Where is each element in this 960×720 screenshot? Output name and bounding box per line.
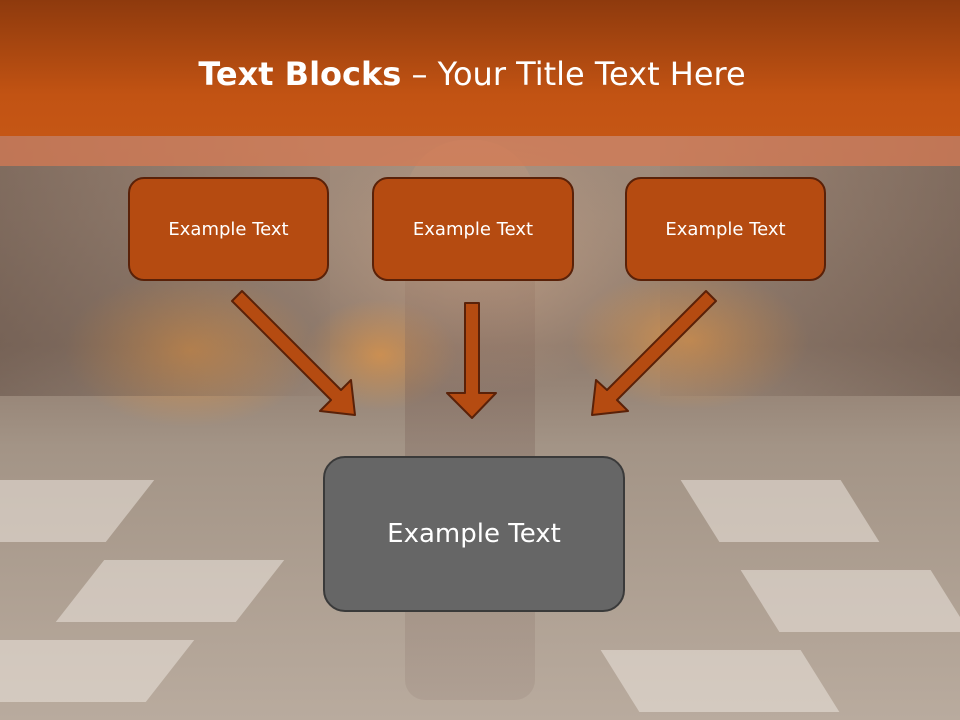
arrow-left-to-center	[231, 290, 356, 416]
arrow-middle-to-center	[446, 302, 497, 419]
slide-title[interactable]: Text Blocks – Your Title Text Here	[0, 52, 944, 96]
center-text-block[interactable]: Example Text	[323, 456, 625, 612]
text-block-1-label: Example Text	[168, 218, 289, 240]
text-block-3[interactable]: Example Text	[625, 177, 826, 281]
text-block-2-label: Example Text	[412, 218, 534, 240]
title-dash: –	[401, 55, 438, 93]
center-text-block-label: Example Text	[387, 519, 561, 549]
arrow-right-to-center	[591, 290, 717, 416]
title-bold-part: Text Blocks	[198, 55, 402, 93]
title-underband	[0, 136, 960, 166]
title-rest-part: Your Title Text Here	[437, 55, 746, 93]
text-block-2[interactable]: Example Text	[372, 177, 574, 281]
text-block-1[interactable]: Example Text	[128, 177, 329, 281]
text-block-3-label: Example Text	[665, 218, 786, 240]
title-bar: Text Blocks – Your Title Text Here	[0, 0, 960, 136]
